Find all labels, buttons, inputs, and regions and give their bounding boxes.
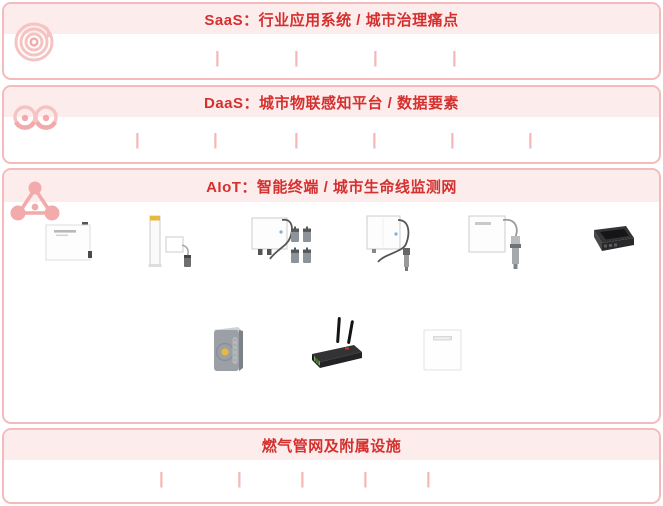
item-separator: | (294, 130, 299, 149)
item-separator: | (213, 130, 218, 149)
item-separator: | (372, 130, 377, 149)
item-separator: | (450, 130, 455, 149)
wall-mounted-detector-image (42, 220, 100, 269)
item-separator: | (426, 469, 431, 488)
item-separator: | (300, 469, 305, 488)
item-separator: | (294, 48, 299, 67)
item-separator: | (159, 469, 164, 488)
black-edge-gateway-image (580, 224, 636, 265)
item-separator: | (237, 469, 242, 488)
item-separator: | (373, 48, 378, 67)
white-wall-panel-image (422, 328, 464, 379)
item-separator: | (363, 469, 368, 488)
item-separator: | (452, 48, 457, 67)
item-separator: | (135, 130, 140, 149)
daas-panel-header: DaaS：城市物联感知平台 / 数据要素 (4, 87, 659, 117)
saas-panel-header: SaaS：行业应用系统 / 城市治理痛点 (4, 4, 659, 34)
aiot-panel-header: AIoT：智能终端 / 城市生命线监测网 (4, 170, 659, 202)
marker-post-sensor-image (144, 214, 196, 275)
gas-panel: 燃气管网及附属设施 | | | | | (2, 428, 661, 504)
aiot-panel-title: AIoT：智能终端 / 城市生命线监测网 (206, 178, 457, 196)
wifi-router-image (304, 314, 368, 381)
saas-panel-title: SaaS：行业应用系统 / 城市治理痛点 (204, 11, 459, 29)
aiot-panel: AIoT：智能终端 / 城市生命线监测网 (2, 168, 661, 424)
gas-panel-title: 燃气管网及附属设施 (261, 437, 402, 455)
network-triangle-icon (10, 181, 60, 221)
saas-panel: SaaS：行业应用系统 / 城市治理痛点 | | | | (2, 2, 661, 80)
daas-panel: DaaS：城市物联感知平台 / 数据要素 | | | | | | (2, 85, 661, 164)
item-separator: | (215, 48, 220, 67)
controller-four-sensors-image (250, 214, 312, 277)
daas-panel-title: DaaS：城市物联感知平台 / 数据要素 (203, 94, 460, 112)
gas-panel-header: 燃气管网及附属设施 (4, 430, 659, 460)
industrial-detector-image (206, 322, 250, 383)
radar-circles-icon (14, 22, 54, 62)
sensor-with-probe-image (364, 214, 418, 277)
item-separator: | (528, 130, 533, 149)
double-rings-icon (13, 105, 58, 130)
sensor-with-metal-probe-image (467, 214, 525, 277)
